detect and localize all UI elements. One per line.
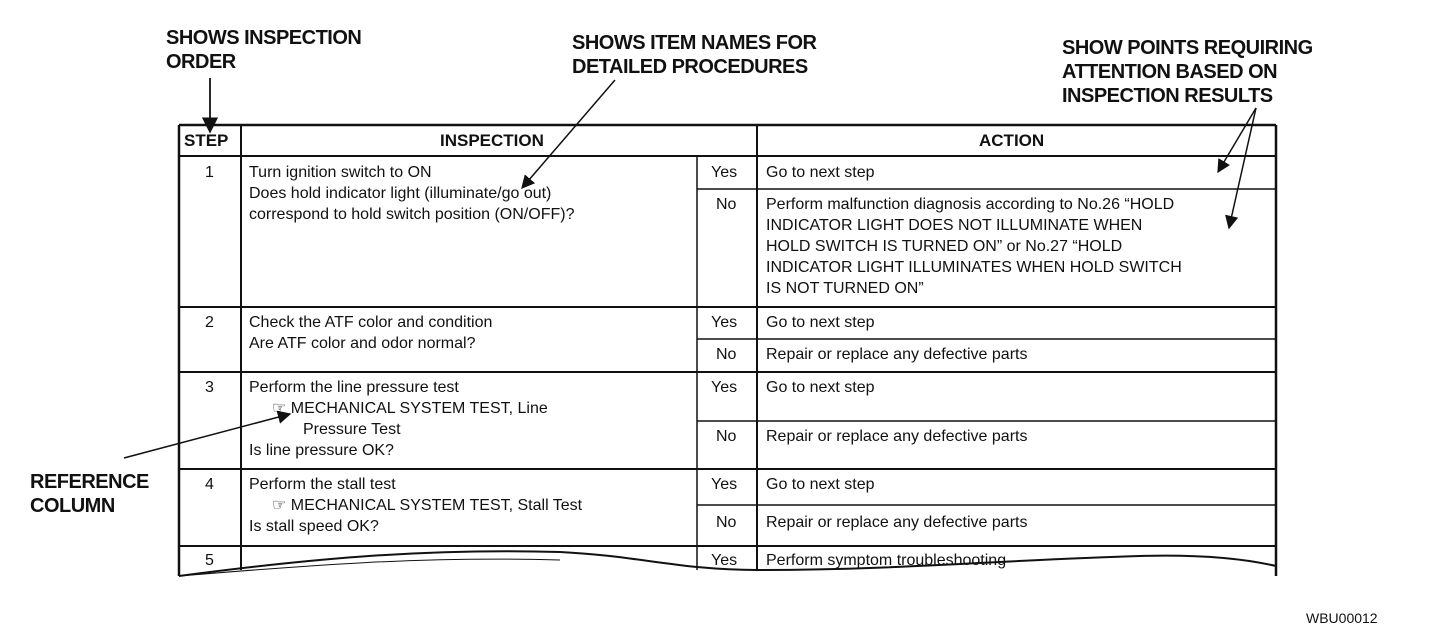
no-label: No [716, 196, 737, 213]
reference-text-cont: Pressure Test [303, 421, 401, 438]
yes-label: Yes [711, 476, 738, 493]
header-step: STEP [184, 131, 229, 150]
no-action: Repair or replace any defective parts [766, 346, 1028, 363]
inspection-text: Turn ignition switch to ON Does hold ind… [249, 164, 575, 223]
figure-id: WBU00012 [1306, 610, 1378, 626]
yes-action: Go to next step [766, 314, 875, 331]
inspection-question: Is line pressure OK? [249, 442, 394, 459]
arrow-points-2 [1225, 107, 1257, 230]
step-number: 1 [205, 164, 214, 181]
reference-text: ☞ MECHANICAL SYSTEM TEST, Stall Test [272, 497, 583, 514]
header-inspection: INSPECTION [440, 131, 544, 150]
reference-text: ☞ MECHANICAL SYSTEM TEST, Line [272, 400, 548, 417]
callout-reference-column: REFERENCE COLUMN [30, 471, 149, 517]
no-action: Perform malfunction diagnosis according … [766, 196, 1182, 297]
inspection-text: Perform the line pressure test [249, 379, 459, 396]
yes-action: Go to next step [766, 476, 875, 493]
callout-points-attention: SHOW POINTS REQUIRING ATTENTION BASED ON… [1062, 37, 1313, 107]
arrow-points-1 [1217, 107, 1257, 174]
no-label: No [716, 428, 737, 445]
arrow-item-names [521, 79, 616, 190]
yes-label: Yes [711, 164, 738, 181]
callout-item-names: SHOWS ITEM NAMES FOR DETAILED PROCEDURES [572, 32, 817, 78]
yes-label: Yes [711, 314, 738, 331]
inspection-text: Perform the stall test [249, 476, 396, 493]
no-action: Repair or replace any defective parts [766, 428, 1028, 445]
yes-label: Yes [711, 379, 738, 396]
step-number: 5 [205, 552, 214, 569]
step-number: 2 [205, 314, 214, 331]
no-action: Repair or replace any defective parts [766, 514, 1028, 531]
yes-label: Yes [711, 552, 738, 569]
callout-inspection-order: SHOWS INSPECTION ORDER [166, 27, 362, 73]
inspection-text: Check the ATF color and condition Are AT… [249, 314, 493, 352]
yes-action: Perform symptom troubleshooting [766, 552, 1007, 569]
torn-bottom-edge [178, 550, 1277, 577]
step-number: 4 [205, 476, 214, 493]
arrow-reference [123, 410, 292, 459]
step-number: 3 [205, 379, 214, 396]
no-label: No [716, 346, 737, 363]
yes-action: Go to next step [766, 164, 875, 181]
inspection-question: Is stall speed OK? [249, 518, 379, 535]
no-label: No [716, 514, 737, 531]
header-action: ACTION [979, 131, 1045, 150]
yes-action: Go to next step [766, 379, 875, 396]
